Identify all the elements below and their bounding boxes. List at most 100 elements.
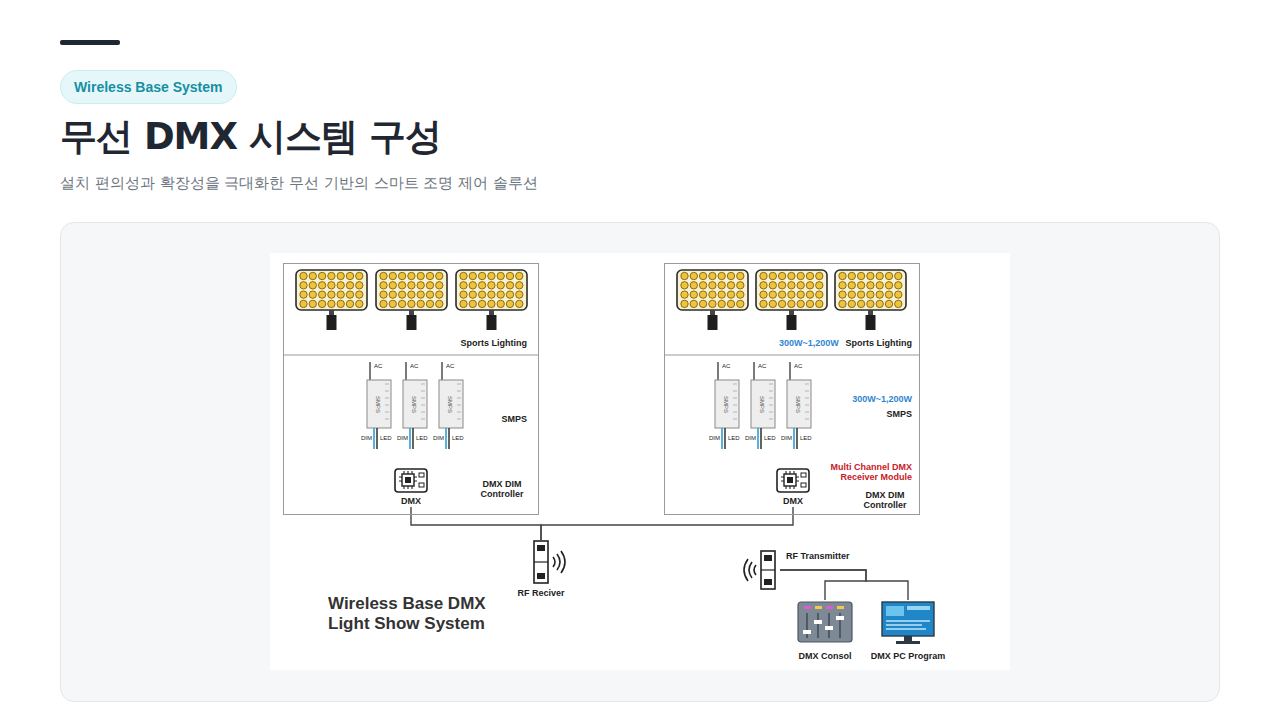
led-dot — [328, 291, 335, 298]
smps-fin — [805, 391, 809, 392]
smps-fin — [421, 405, 425, 406]
led-dot — [760, 291, 767, 298]
node-text: Sports Lighting — [461, 338, 528, 348]
led-dot — [857, 282, 864, 289]
led-dot — [488, 272, 495, 279]
led-dot — [806, 282, 813, 289]
led-dot — [426, 300, 433, 307]
fader — [814, 620, 822, 624]
smps-body — [751, 380, 775, 428]
chip — [784, 474, 796, 486]
led-dot — [328, 282, 335, 289]
pin-label: LED — [452, 435, 464, 442]
terminal — [537, 545, 545, 551]
pin-label: DIM — [709, 435, 720, 442]
led-dot — [318, 272, 325, 279]
console-body — [798, 602, 852, 642]
dim-wire — [757, 428, 759, 449]
led-dot — [769, 282, 776, 289]
dmx-console-icon — [795, 600, 855, 644]
led-dot — [718, 291, 725, 298]
smps-fin — [805, 384, 809, 385]
led-dot — [848, 291, 855, 298]
smps-fin — [805, 405, 809, 406]
led-dot — [436, 272, 443, 279]
node-text: RF Reciver — [501, 588, 581, 598]
led-dot — [718, 272, 725, 279]
fader — [836, 616, 844, 620]
led-dot — [690, 272, 697, 279]
smps-fin — [457, 412, 461, 413]
led-dot — [895, 291, 902, 298]
node-text: 300W~1,200W — [779, 338, 839, 348]
light-mount — [407, 315, 417, 330]
led-dot — [797, 291, 804, 298]
smps-fin — [457, 419, 461, 420]
rf-receiver-icon — [511, 540, 575, 584]
device-marking: SMPS — [722, 396, 729, 414]
led-dot — [436, 282, 443, 289]
window — [886, 606, 904, 616]
ac-wire — [717, 362, 718, 380]
led-dot — [778, 282, 785, 289]
led-dot — [478, 272, 485, 279]
led-dot — [848, 282, 855, 289]
led-dot — [769, 300, 776, 307]
led-dot — [398, 272, 405, 279]
led-dot — [380, 291, 387, 298]
led-dot — [337, 272, 344, 279]
controller-panel: Sports LightingSMPSDMX DIM ControllerDMX — [283, 263, 539, 515]
transmitter-body — [761, 551, 775, 589]
led-dot — [318, 291, 325, 298]
button — [804, 606, 811, 609]
led-dot — [681, 282, 688, 289]
radio-waves — [744, 559, 756, 581]
led-dot — [816, 291, 823, 298]
smps-body — [367, 380, 391, 428]
light-stem — [868, 310, 873, 315]
node-text: DMX — [767, 496, 819, 506]
led-dot — [497, 272, 504, 279]
led-dot — [699, 282, 706, 289]
chip-core — [405, 477, 411, 483]
light-panel — [456, 270, 527, 310]
node-text: Wireless Base System — [74, 82, 223, 92]
rf-receiver: RF Reciver — [511, 540, 571, 602]
led-dot — [737, 291, 744, 298]
led-dot — [309, 300, 316, 307]
led-dot — [839, 272, 846, 279]
led-dot — [778, 272, 785, 279]
fader — [803, 630, 811, 634]
pin-label: LED — [728, 435, 740, 442]
smps-fin — [385, 412, 389, 413]
led-dot — [806, 300, 813, 307]
led-dot — [469, 300, 476, 307]
led-dot — [737, 300, 744, 307]
pin-label: LED — [380, 435, 392, 442]
node-text: DMX Consol — [785, 651, 865, 661]
led-dot — [469, 272, 476, 279]
smps-fin — [421, 398, 425, 399]
led-dot — [516, 282, 523, 289]
terminal — [537, 573, 545, 579]
node-text: DMX — [385, 496, 437, 506]
led-dot — [346, 300, 353, 307]
chip-core — [787, 477, 793, 483]
terminal — [801, 473, 806, 477]
button — [837, 606, 844, 609]
tag-pill: Wireless Base System — [60, 70, 237, 104]
led-dot — [867, 272, 874, 279]
led-dot — [356, 272, 363, 279]
smps-fin — [733, 405, 737, 406]
led-dot — [806, 291, 813, 298]
node-text: DMX PC Program — [866, 651, 950, 661]
led-dot — [718, 282, 725, 289]
smps-fin — [733, 398, 737, 399]
led-dot — [885, 291, 892, 298]
smps-fin — [457, 391, 461, 392]
accent-bar — [60, 40, 120, 45]
led-dot — [760, 282, 767, 289]
light-fixtures — [296, 270, 906, 330]
led-dot — [408, 282, 415, 289]
